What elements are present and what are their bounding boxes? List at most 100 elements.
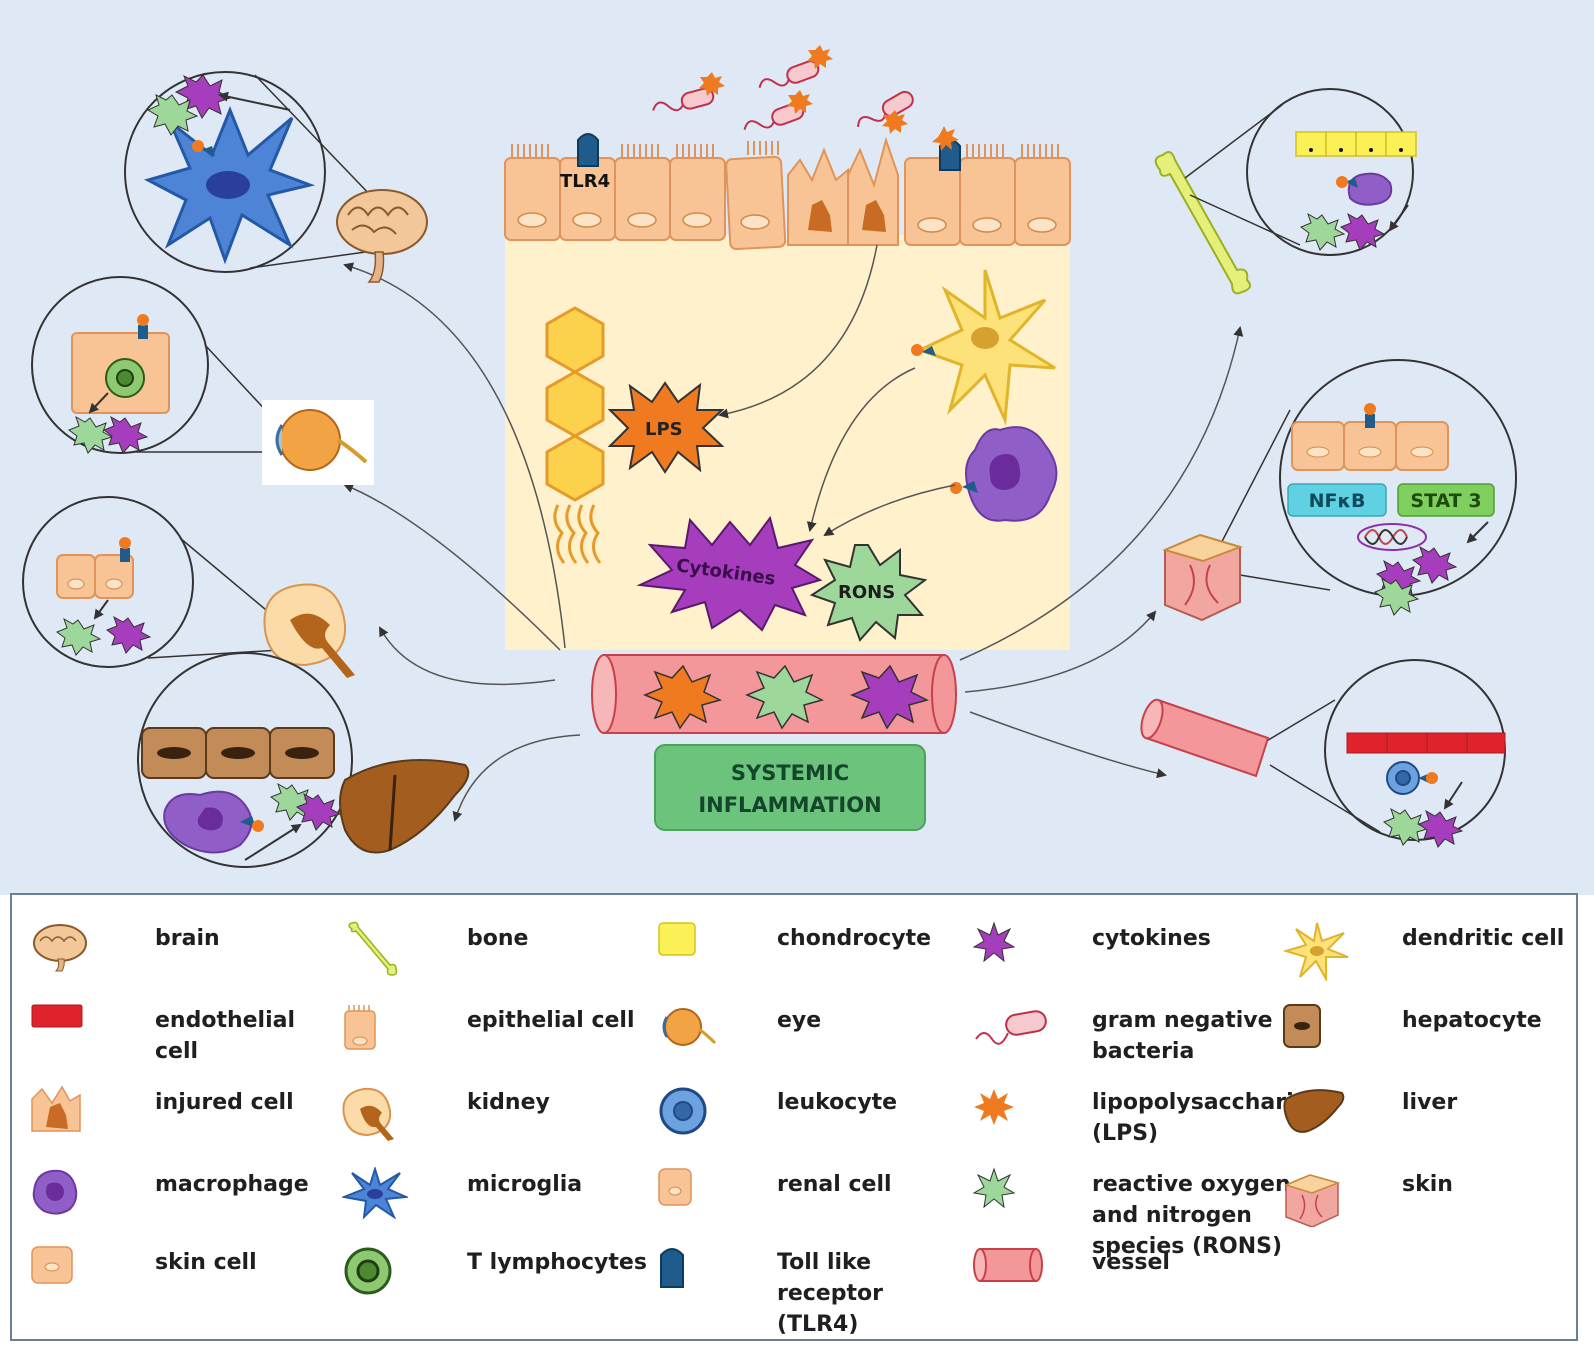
legend-item: T lymphocytes bbox=[342, 1245, 647, 1315]
legend-item: skin bbox=[1282, 1167, 1582, 1237]
leukocyte-icon bbox=[657, 1085, 709, 1141]
legend-item: dendritic cell bbox=[1282, 921, 1582, 991]
legend-item: microglia bbox=[340, 1165, 642, 1237]
systemic-inflammation-box bbox=[654, 744, 926, 831]
liver-icon bbox=[1282, 1085, 1346, 1137]
legend-label: gram negative bacteria bbox=[1092, 1008, 1273, 1064]
stat3-box bbox=[1397, 483, 1495, 517]
legend-item: macrophage bbox=[30, 1167, 330, 1237]
rons-icon bbox=[972, 1167, 1016, 1215]
legend-label: leukocyte bbox=[777, 1090, 898, 1115]
epithelium bbox=[504, 136, 1071, 251]
kidney-organ bbox=[263, 583, 355, 678]
legend-label: hepatocyte bbox=[1402, 1008, 1542, 1033]
legend-label: skin bbox=[1402, 1172, 1453, 1197]
legend-label: renal cell bbox=[777, 1172, 892, 1197]
legend-label: liver bbox=[1402, 1090, 1458, 1115]
legend-item: injured cell bbox=[30, 1085, 330, 1155]
legend-label: T lymphocytes bbox=[467, 1250, 647, 1275]
liver-organ bbox=[339, 759, 470, 854]
legend-item: eye bbox=[657, 1003, 957, 1073]
legend-item: endothelial cell bbox=[30, 1003, 330, 1073]
legend-item: leukocyte bbox=[657, 1085, 957, 1155]
lps-icon bbox=[972, 1085, 1016, 1133]
legend-item: Toll like receptor (TLR4) bbox=[657, 1245, 957, 1337]
chondrocyte-icon bbox=[657, 921, 697, 961]
legend-item: chondrocyte bbox=[657, 921, 957, 991]
legend-label: brain bbox=[155, 926, 220, 951]
brain-organ bbox=[336, 189, 428, 283]
endothelial-cell-icon bbox=[30, 1003, 84, 1033]
legend-item: vessel bbox=[972, 1245, 1272, 1315]
legend-item: epithelial cell bbox=[342, 1003, 642, 1073]
legend-item: hepatocyte bbox=[1282, 1003, 1582, 1073]
lps-burst bbox=[607, 381, 725, 474]
legend-item: kidney bbox=[342, 1085, 642, 1155]
nfkb-label: NFκB bbox=[1309, 490, 1366, 512]
brain-icon bbox=[30, 921, 90, 977]
legend-item: reactive oxygen and nitrogen species (RO… bbox=[972, 1167, 1291, 1259]
eye-icon bbox=[657, 1003, 717, 1057]
epithelial-cell-icon bbox=[342, 1003, 378, 1055]
legend-item: skin cell bbox=[30, 1245, 330, 1315]
legend-item: cytokines bbox=[972, 921, 1272, 991]
dendritic-cell-icon bbox=[1282, 921, 1352, 985]
legend-label: Toll like receptor (TLR4) bbox=[777, 1250, 883, 1337]
eye-organ bbox=[262, 400, 374, 485]
systemic-line2: INFLAMMATION bbox=[698, 793, 881, 817]
bacteria-icon bbox=[972, 1003, 1052, 1051]
bone-icon bbox=[342, 921, 402, 985]
vessel-organ bbox=[1140, 698, 1270, 778]
skin-cell-icon bbox=[30, 1245, 74, 1289]
dendritic-cell bbox=[911, 269, 1056, 426]
bone-zoom bbox=[1184, 88, 1417, 256]
legend-item: lipopolysaccharide (LPS) bbox=[972, 1085, 1324, 1155]
legend-item: gram negative bacteria bbox=[972, 1003, 1273, 1073]
tlr4-icon bbox=[657, 1245, 687, 1293]
stat3-label: STAT 3 bbox=[1410, 490, 1481, 512]
cytokines-burst bbox=[636, 515, 823, 632]
kidney-icon bbox=[342, 1085, 398, 1145]
legend-label: chondrocyte bbox=[777, 926, 932, 951]
rons-burst bbox=[809, 544, 928, 642]
cytokines-icon bbox=[972, 921, 1016, 969]
injured-cell-icon bbox=[30, 1085, 82, 1137]
legend-label: endothelial cell bbox=[155, 1008, 296, 1064]
legend-label: macrophage bbox=[155, 1172, 309, 1197]
legend-label: eye bbox=[777, 1008, 822, 1033]
vessel-icon bbox=[972, 1245, 1046, 1289]
tlr4-receptor bbox=[577, 133, 599, 167]
legend-item: brain bbox=[30, 921, 330, 991]
legend-label: dendritic cell bbox=[1402, 926, 1565, 951]
bone-organ bbox=[1154, 150, 1252, 295]
microglia-icon bbox=[340, 1165, 410, 1223]
legend: brain bone chondrocyte cytokines dendritic c… bbox=[10, 893, 1578, 1341]
legend-label: epithelial cell bbox=[467, 1008, 635, 1033]
legend-item: renal cell bbox=[657, 1167, 957, 1237]
vessel-zoom bbox=[1259, 659, 1506, 848]
eye-zoom bbox=[31, 276, 271, 454]
skin-zoom bbox=[1214, 359, 1517, 616]
legend-label: injured cell bbox=[155, 1090, 294, 1115]
t-lymphocyte-icon bbox=[342, 1245, 394, 1301]
chondrocyte-chain bbox=[545, 306, 605, 564]
legend-item: liver bbox=[1282, 1085, 1582, 1155]
inflammation-diagram: TLR4 LPS bbox=[0, 0, 1594, 895]
liver-zoom bbox=[137, 652, 353, 868]
legend-label: kidney bbox=[467, 1090, 550, 1115]
lps-label: LPS bbox=[645, 419, 683, 440]
macrophage-icon bbox=[30, 1167, 78, 1219]
tlr4-label: TLR4 bbox=[560, 171, 610, 192]
legend-label: skin cell bbox=[155, 1250, 257, 1275]
macrophage bbox=[950, 426, 1058, 522]
kidney-zoom bbox=[22, 496, 291, 668]
skin-icon bbox=[1282, 1167, 1342, 1231]
legend-label: cytokines bbox=[1092, 926, 1211, 951]
legend-item: bone bbox=[342, 921, 642, 991]
legend-label: vessel bbox=[1092, 1250, 1170, 1275]
rons-label: RONS bbox=[838, 582, 895, 603]
skin-organ bbox=[1162, 533, 1244, 622]
renal-cell-icon bbox=[657, 1167, 693, 1211]
legend-label: microglia bbox=[467, 1172, 583, 1197]
systemic-line1: SYSTEMIC bbox=[731, 761, 849, 785]
